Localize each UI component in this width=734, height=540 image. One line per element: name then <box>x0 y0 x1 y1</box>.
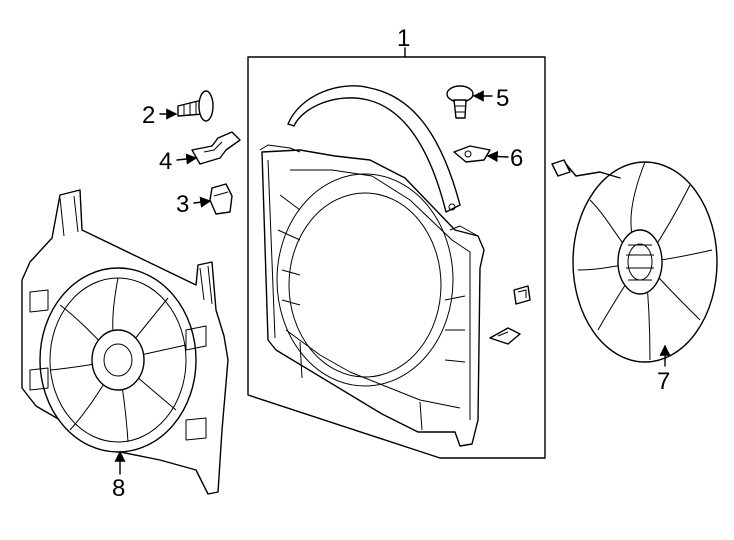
callout-4: 4 <box>159 148 172 175</box>
leader-3 <box>193 196 212 208</box>
shroud-strap <box>287 85 461 213</box>
leader-lines <box>114 47 671 475</box>
callout-7: 7 <box>657 368 670 395</box>
callout-8: 8 <box>112 475 125 502</box>
callout-2: 2 <box>142 102 155 129</box>
callout-5: 5 <box>496 85 509 112</box>
push-pin-retainer <box>177 90 214 122</box>
leader-6 <box>486 150 509 163</box>
clip-nut <box>209 183 233 215</box>
fan-blade <box>551 159 718 363</box>
shroud-group-outline <box>247 56 546 459</box>
fan-shroud <box>259 144 485 447</box>
shroud-clip-upper <box>513 285 531 305</box>
callout-1: 1 <box>397 25 410 52</box>
shroud-clip-lower <box>489 327 521 345</box>
mounting-bracket <box>191 131 241 165</box>
callout-6: 6 <box>510 145 523 172</box>
bolt <box>446 85 474 119</box>
fan-motor-assembly <box>21 189 229 495</box>
callout-3: 3 <box>176 191 189 218</box>
bracket-clip <box>453 145 491 163</box>
leader-4 <box>176 153 198 165</box>
